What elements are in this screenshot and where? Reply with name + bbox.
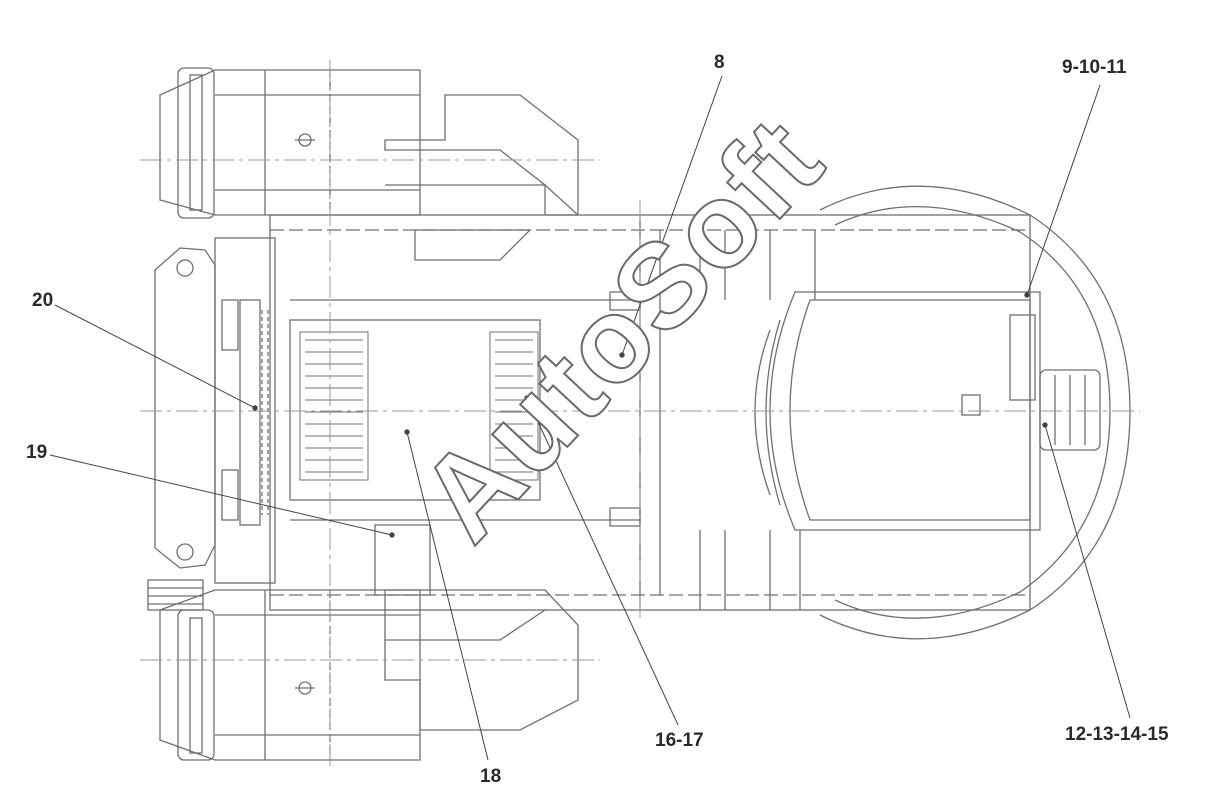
wheel-bottom-left [147, 579, 421, 761]
leader-lines [49, 75, 1131, 761]
callout-18: 18 [480, 766, 502, 787]
callout-20: 20 [32, 290, 54, 311]
leader-16-17 [526, 397, 679, 726]
engine-cover-grille [299, 331, 539, 481]
callout-9-10-11: 9-10-11 [1062, 57, 1127, 78]
operator-cab [754, 291, 1041, 531]
leader-20 [54, 304, 256, 409]
leader-9-10-11 [1026, 84, 1101, 296]
counterweight [819, 185, 1131, 640]
step-top [384, 94, 579, 261]
leader-18 [406, 431, 489, 761]
wheel-top-left [159, 67, 421, 219]
step-bottom [374, 524, 579, 731]
callout-19: 19 [26, 442, 48, 463]
leader-8 [621, 75, 723, 356]
callout-16-17: 16-17 [655, 730, 704, 751]
center-lines [140, 60, 1140, 770]
leader-19 [49, 454, 393, 536]
leader-12-13-14-15 [1044, 424, 1131, 719]
callout-12-13-14-15: 12-13-14-15 [1065, 724, 1169, 745]
callout-8: 8 [714, 52, 725, 73]
